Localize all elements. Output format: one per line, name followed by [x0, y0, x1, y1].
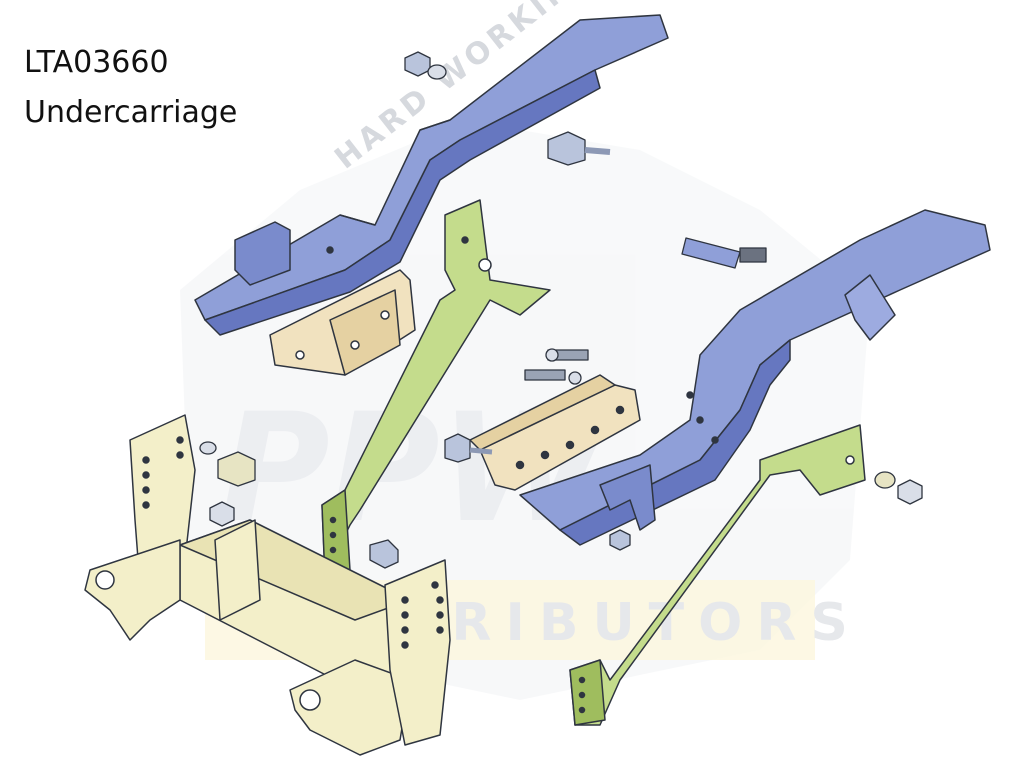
nut — [404, 51, 431, 77]
offset-bolt — [681, 237, 767, 269]
nut — [897, 479, 923, 505]
left-push-bracket — [321, 199, 551, 581]
right-frame-rail — [519, 209, 991, 546]
crossbar-mount — [84, 414, 451, 756]
right-adapter-plate — [469, 374, 641, 491]
right-push-bracket — [569, 424, 866, 726]
nut — [609, 529, 631, 551]
bolt — [369, 539, 399, 569]
left-adapter-plate — [269, 269, 416, 376]
hardware — [199, 51, 923, 569]
bolt — [547, 131, 611, 166]
washer — [427, 64, 447, 80]
left-frame-rail — [194, 14, 669, 336]
part-name: Undercarriage — [24, 95, 238, 130]
bolt — [199, 441, 256, 527]
title-block: LTA03660 Undercarriage — [24, 38, 237, 138]
part-number: LTA03660 — [24, 45, 169, 80]
bolt — [444, 433, 493, 463]
bolt — [524, 348, 589, 385]
washer — [874, 471, 896, 489]
